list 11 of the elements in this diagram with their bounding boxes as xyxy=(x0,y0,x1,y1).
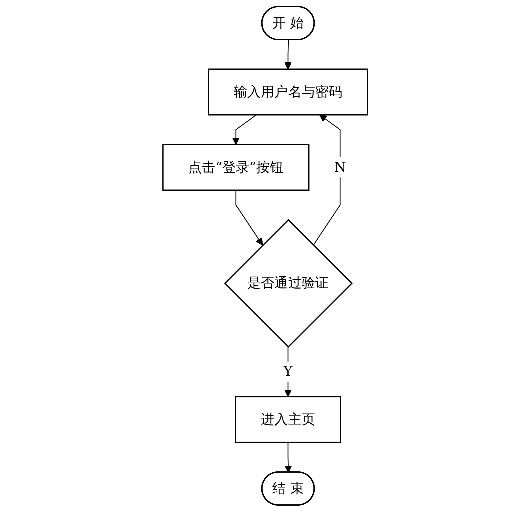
node-box: 点击“登录”按钮 xyxy=(162,144,310,192)
arrow xyxy=(313,114,341,246)
node-diamond: 是否通过验证 xyxy=(224,219,354,348)
arrow xyxy=(232,114,258,146)
edge-label: Y xyxy=(284,363,293,380)
node-box: 输入用户名与密码 xyxy=(208,68,368,116)
arrow xyxy=(284,442,292,473)
edge-label: N xyxy=(334,159,346,176)
arrow xyxy=(236,190,264,246)
arrow xyxy=(284,40,292,70)
node-box: 进入主页 xyxy=(235,396,342,444)
